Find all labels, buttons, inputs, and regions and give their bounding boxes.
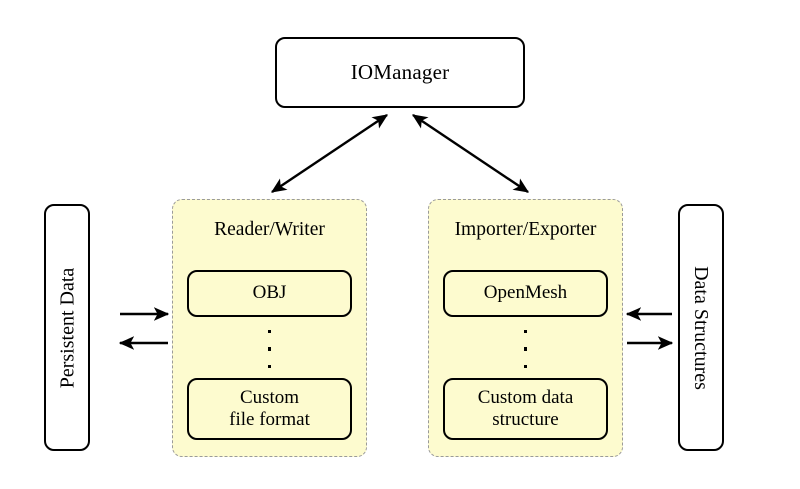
reader-writer-group[interactable]: Reader/Writer OBJ Custom file format bbox=[172, 199, 367, 457]
iomanager-label: IOManager bbox=[350, 60, 450, 84]
importer-exporter-item-custom-data-structure[interactable]: Custom data structure bbox=[443, 378, 608, 440]
ellipsis-dot bbox=[523, 364, 528, 368]
ellipsis-dot bbox=[523, 347, 528, 351]
reader-writer-ellipsis bbox=[173, 330, 366, 368]
importer-exporter-ellipsis bbox=[429, 330, 622, 368]
custom-data-structure-line1: Custom data bbox=[477, 386, 574, 408]
importer-exporter-item-openmesh[interactable]: OpenMesh bbox=[443, 270, 608, 317]
custom-file-format-line2: file format bbox=[229, 409, 310, 430]
data-structures-label: Data Structures bbox=[690, 265, 713, 390]
arrow-manager-importerexporter bbox=[411, 114, 530, 193]
ellipsis-dot bbox=[267, 364, 272, 368]
reader-writer-item-obj-label: OBJ bbox=[252, 282, 287, 304]
importer-exporter-item-openmesh-label: OpenMesh bbox=[483, 282, 568, 304]
ellipsis-dot bbox=[523, 330, 528, 334]
persistent-data-label: Persistent Data bbox=[56, 267, 78, 388]
persistent-data-box[interactable]: Persistent Data bbox=[44, 204, 90, 451]
custom-file-format-line1: Custom bbox=[239, 386, 300, 408]
importer-exporter-group[interactable]: Importer/Exporter OpenMesh Custom data s… bbox=[428, 199, 623, 457]
ellipsis-dot bbox=[267, 347, 272, 351]
importer-exporter-title: Importer/Exporter bbox=[454, 219, 597, 240]
importer-exporter-item-custom-data-structure-label: Custom data structure bbox=[478, 387, 574, 432]
iomanager-box[interactable]: IOManager bbox=[275, 37, 525, 108]
data-structures-box[interactable]: Data Structures bbox=[678, 204, 724, 451]
custom-data-structure-line2: structure bbox=[492, 409, 559, 430]
ellipsis-dot bbox=[267, 330, 272, 334]
reader-writer-title: Reader/Writer bbox=[214, 219, 325, 240]
arrow-manager-readerwriter bbox=[270, 114, 389, 193]
reader-writer-item-custom-file-format[interactable]: Custom file format bbox=[187, 378, 352, 440]
reader-writer-item-custom-file-format-label: Custom file format bbox=[229, 387, 310, 432]
reader-writer-item-obj[interactable]: OBJ bbox=[187, 270, 352, 317]
